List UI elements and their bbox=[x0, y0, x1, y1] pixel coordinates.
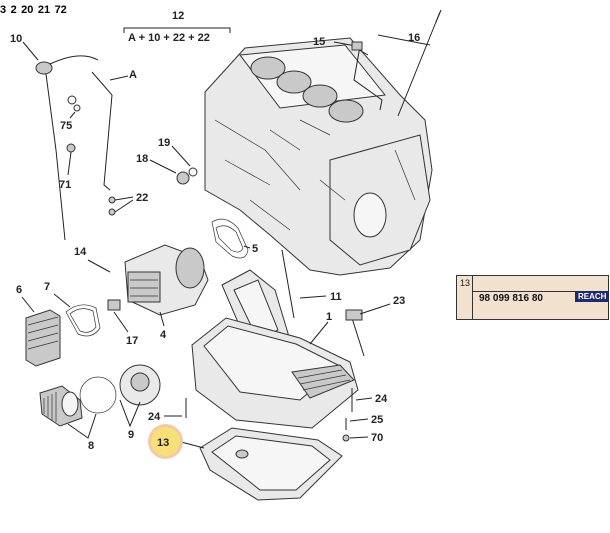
callout-19: 19 bbox=[158, 137, 170, 149]
callout-22: 22 bbox=[136, 192, 148, 204]
sensor-15: 15 bbox=[313, 36, 383, 111]
dipstick-guide-23: 23 bbox=[345, 295, 405, 357]
callout-71: 71 bbox=[59, 179, 71, 191]
oil-filter-housing-4: 4 bbox=[124, 244, 209, 341]
filter-cap-9: 9 bbox=[119, 364, 161, 441]
callout-7: 7 bbox=[44, 281, 50, 293]
reference-index: 13 bbox=[457, 276, 473, 319]
callout-6: 6 bbox=[16, 284, 22, 296]
callout-23: 23 bbox=[393, 295, 405, 307]
highlight-badge-13[interactable] bbox=[151, 427, 180, 456]
callout-21: 21 bbox=[37, 4, 51, 16]
gasket-5: 5 bbox=[211, 218, 258, 259]
callout-4: 4 bbox=[160, 329, 167, 341]
oil-sump-1: 1 bbox=[191, 311, 359, 429]
callout-3: 3 bbox=[0, 4, 7, 16]
reach-badge: REACH bbox=[575, 291, 610, 302]
sensor-17: 17 bbox=[107, 299, 138, 347]
plug-18-19: 19 18 bbox=[136, 137, 198, 185]
callout-14: 14 bbox=[74, 246, 87, 258]
callout-16: 16 bbox=[408, 32, 420, 44]
bolt-24-left: 24 bbox=[148, 398, 187, 423]
bolt-14: 14 bbox=[74, 246, 111, 273]
callout-75: 75 bbox=[60, 120, 72, 132]
callout-72: 72 bbox=[54, 4, 67, 16]
lower-pan-13 bbox=[180, 427, 343, 501]
callout-5: 5 bbox=[252, 243, 258, 255]
engine-block bbox=[204, 37, 433, 276]
callout-20: 20 bbox=[21, 4, 34, 16]
callout-18: 18 bbox=[136, 153, 148, 165]
dipstick-16: 16 bbox=[377, 9, 442, 117]
assembly-header: 12 A + 10 + 22 + 22 bbox=[123, 10, 231, 44]
oil-filter-8: 8 bbox=[39, 376, 117, 452]
right-fasteners: 24 25 70 bbox=[342, 388, 388, 444]
oil-filler-assembly: 10 A 75 71 bbox=[10, 33, 137, 241]
table-divider bbox=[473, 291, 608, 292]
callout-13: 13 bbox=[157, 437, 169, 449]
drain-plug-2-3: 3 2 bbox=[0, 0, 21, 17]
callout-70: 70 bbox=[371, 432, 383, 444]
oil-cooler-6: 6 bbox=[16, 284, 61, 367]
callout-9: 9 bbox=[128, 429, 134, 441]
callout-2: 2 bbox=[10, 4, 17, 16]
callout-25: 25 bbox=[371, 414, 383, 426]
callout-12: 12 bbox=[172, 10, 184, 22]
callout-11: 11 bbox=[330, 291, 342, 303]
callout-15: 15 bbox=[313, 36, 325, 48]
assembly-formula: A + 10 + 22 + 22 bbox=[128, 32, 210, 44]
header-bracket bbox=[123, 27, 231, 33]
callout-10: 10 bbox=[10, 33, 22, 45]
gasket-7: 7 bbox=[44, 281, 101, 337]
part-reference-table: 13 98 099 816 80 REACH bbox=[456, 275, 610, 320]
part-number[interactable]: 98 099 816 80 bbox=[479, 293, 543, 304]
callout-17: 17 bbox=[126, 335, 138, 347]
clips-22: 22 bbox=[108, 192, 148, 216]
callout-1: 1 bbox=[326, 311, 332, 323]
bottom-fasteners: 20 21 72 bbox=[21, 0, 67, 17]
callout-A: A bbox=[129, 69, 137, 81]
callout-24-left: 24 bbox=[148, 411, 161, 423]
callout-8: 8 bbox=[88, 440, 94, 452]
callout-24-right: 24 bbox=[375, 393, 388, 405]
